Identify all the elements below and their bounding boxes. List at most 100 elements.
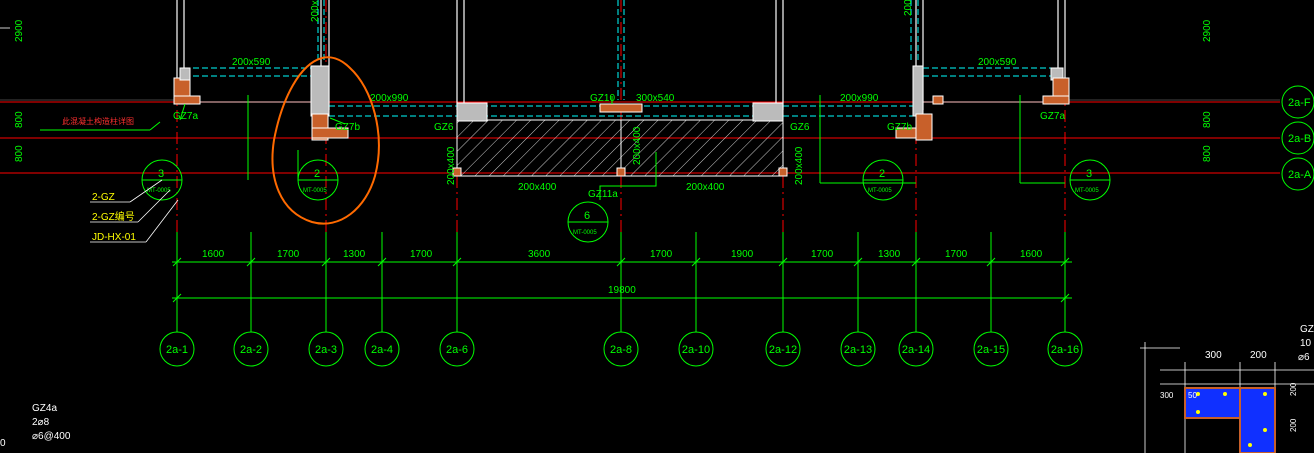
axis-dim-1: 1600 [202, 249, 225, 260]
axis-bubble-2a-10: 2a-10 [678, 232, 714, 367]
axis-bubble-2a-12: 2a-12 [765, 232, 801, 367]
axis-dim-10: 1700 [945, 249, 968, 260]
svg-text:MT-0005: MT-0005 [868, 188, 892, 194]
column-gz11a: GZ11a [588, 189, 618, 200]
detail-marker-2-left: 2 MT-0005 [297, 159, 339, 201]
column-gz7b-left: GZ7b [335, 122, 360, 133]
axis-dim-2: 1700 [277, 249, 300, 260]
axis-label-2a-16: 2a-16 [1051, 344, 1079, 356]
row-axis-a: 2a-A [1288, 169, 1312, 181]
gz4a-bars: 2⌀8 [32, 417, 50, 428]
dim-2900-right: 2900 [1202, 19, 1213, 42]
axis-label-2a-3: 2a-3 [315, 344, 337, 356]
detail-dim-vert-200b: 200 [1289, 418, 1298, 432]
dim-top-200x-left: 200x4 [310, 0, 321, 22]
detail-dim-300: 300 [1205, 350, 1222, 361]
axis-bubble-2a-2: 2a-2 [233, 232, 269, 367]
axis-label-2a-2: 2a-2 [240, 344, 262, 356]
svg-text:2: 2 [879, 168, 885, 180]
detail-tag-2: 10 [1300, 338, 1312, 349]
detail-tag-3: ⌀6 [1298, 352, 1310, 363]
detail-marker-6: 6 MT-0005 [567, 201, 609, 243]
legend-line-1: 2-GZ [92, 192, 115, 203]
axis-bubble-2a-8: 2a-8 [603, 232, 639, 367]
beam-label-1: 200x590 [232, 57, 271, 68]
total-dim: 19800 [608, 285, 636, 296]
beam-label-6: 200x400 [446, 146, 457, 185]
axis-bubble-2a-1: 2a-1 [159, 232, 195, 367]
beam-label-3: 300x540 [636, 93, 675, 104]
dim-2900-left: 2900 [14, 19, 25, 42]
axis-dim-7: 1900 [731, 249, 754, 260]
beam-label-5: 200x590 [978, 57, 1017, 68]
svg-text:3: 3 [158, 168, 164, 180]
beam-label-4: 200x990 [840, 93, 879, 104]
legend-callout: 2-GZ 2-GZ编号 JD-HX-01 [90, 179, 179, 243]
axis-dim-11: 1600 [1020, 249, 1043, 260]
detail-markers: 3 MT-0005 2 MT-0005 6 MT-0005 2 MT-0005 … [141, 159, 1111, 243]
beam-label-9: 200x400 [686, 182, 725, 193]
axis-label-2a-15: 2a-15 [977, 344, 1005, 356]
axis-bubble-2a-15: 2a-15 [973, 232, 1009, 367]
axis-dim-6: 1700 [650, 249, 673, 260]
axis-label-2a-8: 2a-8 [610, 344, 632, 356]
column-gz7b-right: GZ7b [887, 122, 912, 133]
highlight-circle-annotation [271, 56, 380, 225]
dim-800-right-a: 800 [1202, 111, 1213, 128]
red-note: 此混凝土构造柱详图 [62, 116, 134, 126]
column-detail-section: 300 200 300 50 200 200 GZ 10 ⌀6 [1140, 324, 1314, 453]
bottom-left-column-note: GZ4a 2⌀8 ⌀6@400 0 [0, 403, 71, 449]
column-gz7a-left: GZ7a [173, 111, 198, 122]
legend-line-2: 2-GZ编号 [92, 210, 135, 223]
detail-marker-3-right: 3 MT-0005 [1069, 159, 1111, 201]
dim-800-left-a: 800 [14, 111, 25, 128]
axis-label-2a-12: 2a-12 [769, 344, 797, 356]
svg-text:2: 2 [314, 168, 320, 180]
column-gz6-left: GZ6 [434, 122, 454, 133]
axis-bubble-2a-14: 2a-14 [898, 232, 934, 367]
axis-label-2a-4: 2a-4 [371, 344, 393, 356]
svg-text:MT-0005: MT-0005 [303, 188, 327, 194]
dim-top-200x-right: 200x [903, 0, 914, 16]
axis-label-2a-14: 2a-14 [902, 344, 930, 356]
svg-text:MT-0005: MT-0005 [1075, 188, 1099, 194]
detail-tag: GZ [1300, 324, 1314, 335]
axis-bubbles: 2a-1 2a-2 2a-3 2a-4 2a-6 2a-8 2a-10 2a-12 2a-13 2… [159, 232, 1083, 367]
detail-dim-vert-200: 200 [1289, 382, 1298, 396]
legend-line-3: JD-HX-01 [92, 232, 136, 243]
row-axis-b: 2a-B [1288, 133, 1311, 145]
leader-lines [40, 95, 1065, 200]
column-gz10: GZ10 [590, 93, 615, 104]
axis-dim-4: 1700 [410, 249, 433, 260]
axis-bubble-2a-6: 2a-6 [439, 232, 475, 367]
green-annotations: 2900 2900 800 800 800 800 200x4 200x 200… [14, 0, 1213, 200]
axis-dim-9: 1300 [878, 249, 901, 260]
detail-marker-2-right: 2 MT-0005 [862, 159, 904, 201]
row-axis-f: 2a-F [1288, 97, 1311, 109]
beam-label-2: 200x990 [370, 93, 409, 104]
axis-bubble-2a-3: 2a-3 [308, 232, 344, 367]
svg-text:MT-0005: MT-0005 [573, 230, 597, 236]
axis-dim-3: 1300 [343, 249, 366, 260]
axis-label-2a-13: 2a-13 [844, 344, 872, 356]
beam-label-7: 200x400 [518, 182, 557, 193]
hatched-slab [456, 119, 784, 177]
column-gz7a-right: GZ7a [1040, 111, 1065, 122]
svg-text:3: 3 [1086, 168, 1092, 180]
axis-label-2a-1: 2a-1 [166, 344, 188, 356]
structural-columns [173, 65, 1070, 177]
axis-label-2a-6: 2a-6 [446, 344, 468, 356]
detail-dim-side-300: 300 [1160, 391, 1174, 400]
axis-label-2a-10: 2a-10 [682, 344, 710, 356]
detail-dim-50: 50 [1188, 391, 1197, 400]
row-axis-bubbles: 2a-F 2a-B 2a-A [1281, 85, 1314, 191]
axis-dim-8: 1700 [811, 249, 834, 260]
beam-label-10: 200x400 [794, 146, 805, 185]
beam-label-8: 200x400 [632, 126, 643, 165]
dimension-texts: 1600 1700 1300 1700 3600 1700 1900 1700 … [202, 249, 1043, 296]
axis-dim-5: 3600 [528, 249, 551, 260]
svg-text:6: 6 [584, 210, 590, 222]
axis-bubble-2a-16: 2a-16 [1047, 232, 1083, 367]
dim-800-right-b: 800 [1202, 145, 1213, 162]
